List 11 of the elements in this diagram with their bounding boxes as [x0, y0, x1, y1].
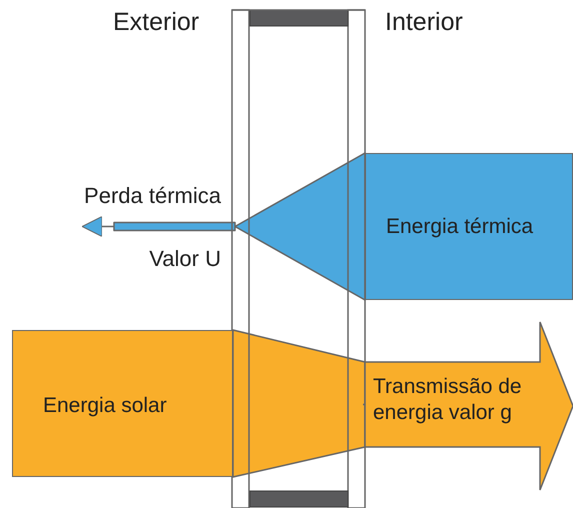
value-label: Valor U: [149, 246, 221, 272]
band-label: Energia solar: [43, 393, 168, 419]
energy-band: [365, 153, 573, 300]
band-label: Transmissão de energia valor g: [373, 374, 523, 426]
energy-band: [12, 330, 233, 477]
energy-flow-band: [232, 329, 366, 478]
side-label: Interior: [385, 8, 463, 37]
side-label: Exterior: [113, 8, 200, 37]
edge-label: Perda térmica: [84, 183, 221, 209]
band-label: Energia térmica: [386, 214, 534, 240]
heat-loss-arrow: [82, 152, 366, 301]
